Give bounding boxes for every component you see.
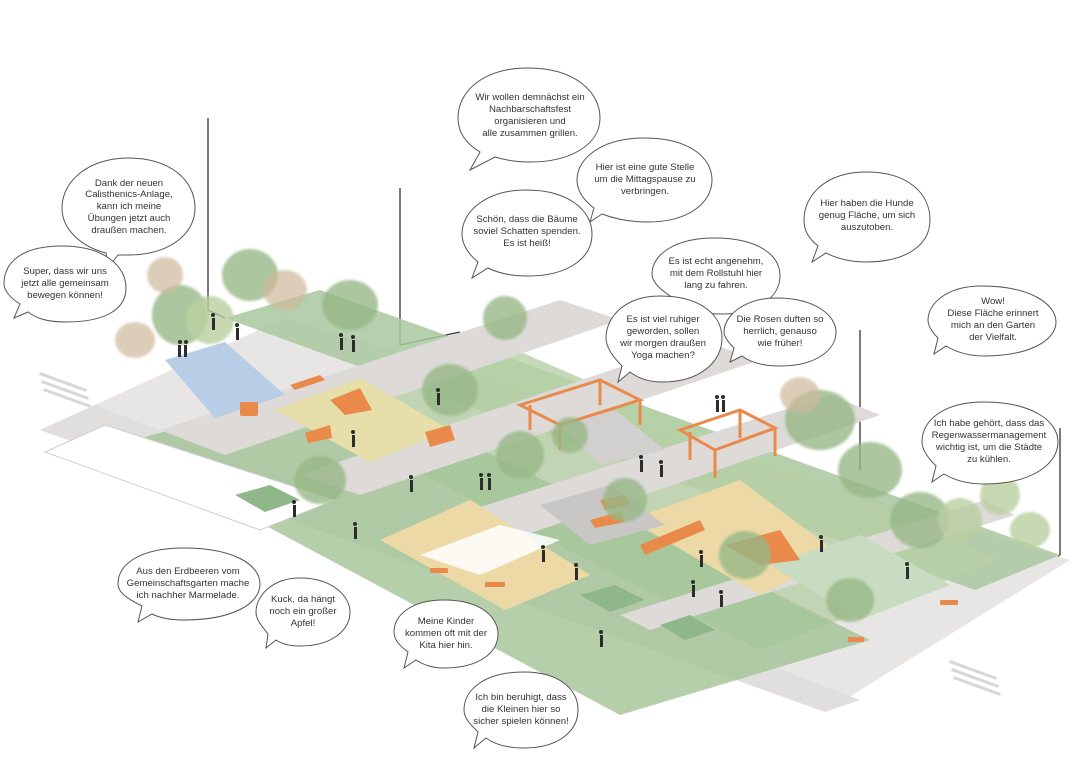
bubble-text-schatten: Schön, dass die Bäume soviel Schatten sp… [473, 214, 581, 249]
bubble-garten-vielfalt [927, 285, 1057, 357]
bubble-text-erdbeeren: Aus den Erdbeeren vom Gemeinschaftsgarte… [126, 566, 250, 601]
bubble-rosen [723, 297, 837, 367]
crosswalks [38, 371, 1001, 696]
bubble-apfel [255, 577, 351, 650]
bubble-bewegen [3, 245, 127, 323]
bubble-text-bewegen: Super, dass wir uns jetzt alle gemeinsam… [21, 266, 109, 301]
bubble-erdbeeren [117, 547, 261, 624]
bubble-schatten [461, 189, 593, 280]
bubble-regenwasser [921, 401, 1059, 485]
wildflower-area [770, 535, 950, 620]
bubble-text-regenwasser: Ich habe gehört, dass das Regenwasserman… [931, 418, 1047, 465]
bubble-text-mittagspause: Hier ist eine gute Stelle um die Mittags… [594, 162, 696, 197]
bubble-text-apfel: Kuck, da hängt noch ein großer Apfel! [269, 594, 337, 629]
bubble-yoga [605, 295, 723, 384]
bubble-text-kleinen: Ich bin beruhigt, dass die Kleinen hier … [473, 692, 569, 727]
trees [115, 249, 1050, 622]
speech-bubbles [3, 67, 1059, 750]
bubble-hunde [803, 171, 931, 264]
bubble-kita [393, 599, 499, 670]
bubble-kleinen [463, 671, 579, 750]
bubble-text-calisthenics: Dank der neuen Calisthenics-Anlage, kann… [85, 177, 173, 236]
bubble-text-nachbarschaftsfest: Wir wollen demnächst ein Nachbarschaftsf… [475, 92, 585, 139]
bubble-calisthenics [61, 157, 196, 270]
bubble-text-kita: Meine Kinder kommen oft mit der Kita hie… [404, 616, 488, 651]
bubble-nachbarschaftsfest [457, 67, 601, 172]
plaza [540, 485, 665, 545]
play-field-1 [275, 378, 450, 462]
shade-sail [420, 525, 560, 575]
plaza-2 [560, 410, 665, 465]
bubble-mittagspause [576, 137, 713, 224]
people [178, 313, 909, 647]
bubble-text-hunde: Hier haben die Hunde genug Fläche, um si… [818, 198, 916, 233]
calisthenics-court [165, 342, 285, 418]
bubble-text-garten-vielfalt: Wow! Diese Fläche erinnert mich an den G… [947, 296, 1039, 343]
bubble-text-rosen: Die Rosen duften so herrlich, genauso wi… [736, 314, 824, 349]
garden-beds [235, 485, 715, 640]
bubble-text-rollstuhl: Es ist echt angenehm, mit dem Rollstuhl … [668, 256, 764, 291]
pergola [516, 378, 779, 478]
bubble-text-yoga: Es ist viel ruhiger geworden, sollen wir… [620, 314, 706, 361]
